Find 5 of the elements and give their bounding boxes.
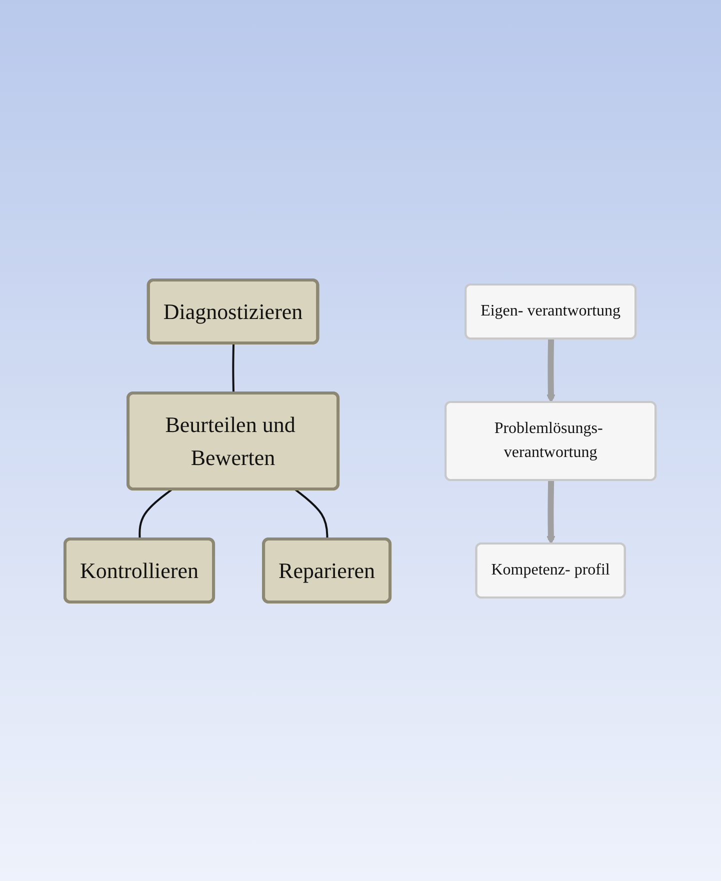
connector (232, 342, 235, 394)
arrow (546, 480, 556, 544)
connector (138, 488, 173, 540)
arrow (546, 338, 556, 402)
connector (294, 488, 328, 540)
